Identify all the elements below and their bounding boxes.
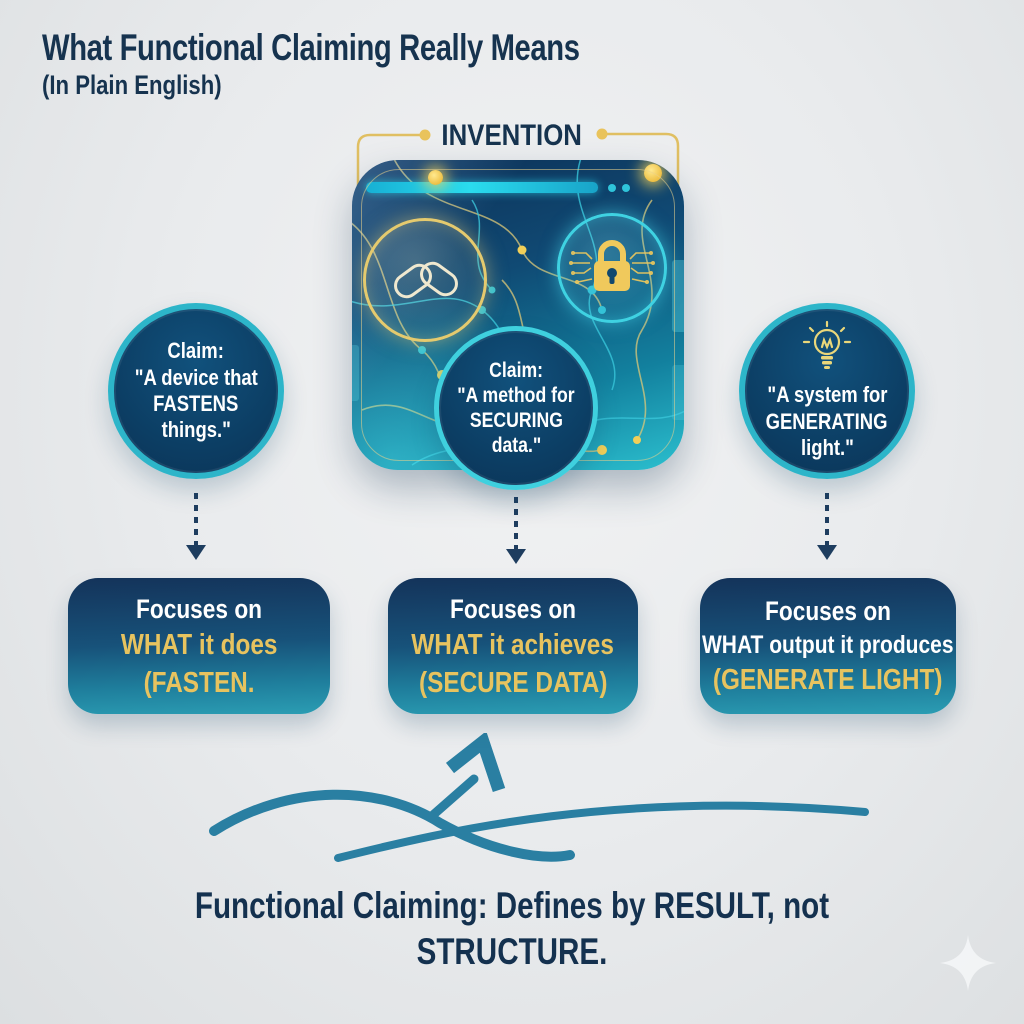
invention-label: INVENTION — [441, 119, 583, 152]
claim-text: things." — [161, 417, 231, 443]
window-bar-dot — [622, 184, 630, 192]
focus-box-secure-data: Focuses on WHAT it achieves (SECURE DATA… — [388, 578, 638, 714]
focus-text: (GENERATE LIGHT) — [713, 663, 943, 696]
chain-link-icon — [394, 261, 458, 299]
edge-accent — [352, 345, 359, 401]
claim-circle-generating: "A system for GENERATING light." — [739, 303, 915, 479]
focus-text: WHAT it does — [120, 628, 278, 661]
edge-accent — [672, 260, 684, 332]
dotted-arrow-down-icon — [816, 493, 838, 560]
claim-text: "A system for — [766, 382, 888, 408]
claim-text: SECURING — [469, 409, 563, 432]
footer-caption: Functional Claiming: Defines by RESULT, … — [0, 883, 1024, 976]
padlock-icon — [569, 240, 655, 291]
claim-text: GENERATING — [766, 408, 888, 434]
claim-text: Claim: — [489, 358, 543, 382]
focus-text: (FASTEN. — [143, 666, 255, 699]
swoosh-arrow-icon — [209, 733, 869, 862]
window-bar-decoration — [366, 182, 598, 193]
lock-circle — [557, 213, 667, 323]
dotted-arrow-down-icon — [505, 497, 527, 564]
claim-text: data." — [491, 434, 541, 458]
claim-text: light." — [800, 435, 854, 461]
glow-node-dot — [644, 164, 662, 182]
claim-circle-securing: Claim: "A method for SECURING data." — [434, 326, 598, 490]
focus-text: (SECURE DATA) — [418, 666, 608, 699]
focus-box-fasten: Focuses on WHAT it does (FASTEN. — [68, 578, 330, 714]
sparkle-icon — [940, 935, 996, 991]
focus-text: Focuses on — [764, 596, 892, 627]
claim-text: Claim: — [167, 338, 225, 364]
focus-text: Focuses on — [449, 593, 577, 624]
glow-node-dot — [428, 170, 443, 185]
title-line-1: What Functional Claiming Really Means — [42, 27, 580, 68]
claim-text: "A method for — [457, 383, 575, 407]
claim-circle-fastens: Claim: "A device that FASTENS things." — [108, 303, 284, 479]
focus-text: WHAT it achieves — [411, 628, 615, 661]
focus-box-generate-light: Focuses on WHAT output it produces (GENE… — [700, 578, 956, 714]
claim-text: FASTENS — [153, 391, 239, 416]
window-bar-dot — [608, 184, 616, 192]
claim-text: "A device that — [134, 364, 258, 390]
focus-text: Focuses on — [135, 593, 263, 624]
focus-text: WHAT output it produces — [702, 631, 954, 660]
page-title: What Functional Claiming Really Means (I… — [42, 27, 723, 101]
footer-line-1: Functional Claiming: Defines by RESULT, … — [194, 885, 830, 926]
edge-accent — [672, 365, 684, 420]
dotted-arrow-down-icon — [185, 493, 207, 560]
title-line-2: (In Plain English) — [42, 69, 222, 100]
footer-line-2: STRUCTURE. — [416, 931, 608, 973]
chain-circle — [363, 218, 487, 342]
lightbulb-icon — [796, 320, 858, 379]
invention-bracket-decoration — [356, 128, 680, 258]
